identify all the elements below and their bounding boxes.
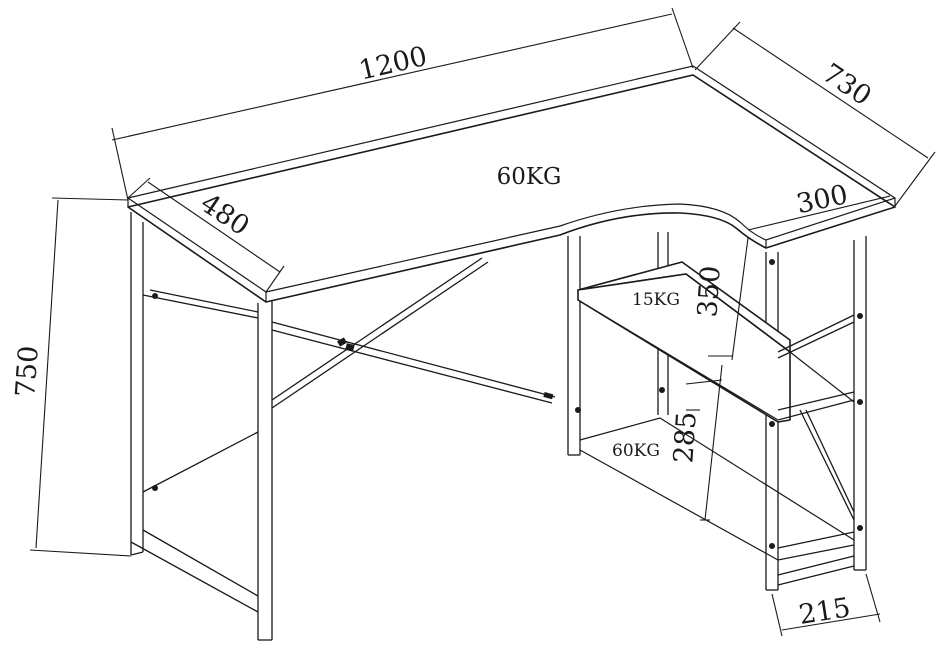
load-labels: 60KG 15KG 60KG	[497, 164, 680, 461]
left-bottom-rail	[130, 529, 259, 613]
label-desktop-load: 60KG	[497, 164, 562, 190]
bolt	[152, 293, 158, 299]
dim-shelf-spacing-lower	[685, 364, 723, 521]
bolt	[857, 525, 863, 531]
desk-top	[127, 65, 896, 303]
front-left-leg	[257, 298, 273, 641]
dim-total-depth	[694, 21, 936, 207]
bolt	[857, 399, 863, 405]
label-shelf-depth: 215	[797, 592, 853, 631]
shelf-front-right-leg	[853, 236, 867, 571]
bolt	[152, 485, 158, 491]
label-height: 750	[10, 345, 45, 399]
left-side-brace	[142, 289, 259, 493]
brace-connector	[543, 392, 554, 400]
label-shelf-spacing-upper: 350	[692, 265, 727, 319]
bolt	[659, 387, 665, 393]
dim-shelf-spacing-upper	[708, 237, 749, 361]
bolt	[769, 259, 775, 265]
bolt	[575, 407, 581, 413]
dimension-lines	[29, 7, 936, 637]
lower-shelf	[579, 417, 855, 561]
brace-connector	[345, 343, 355, 351]
shelf-bottom-rail	[777, 555, 855, 586]
back-left-leg	[130, 212, 144, 555]
shelf-side-braces	[777, 314, 855, 521]
label-upper-shelf-load: 15KG	[632, 290, 680, 310]
back-cross-brace	[271, 257, 556, 409]
label-total-width: 1200	[356, 41, 430, 87]
left-frame	[130, 212, 273, 641]
dim-shelf-depth	[771, 573, 881, 637]
dim-height	[29, 197, 132, 557]
bolt	[769, 421, 775, 427]
label-lower-shelf-load: 60KG	[612, 441, 660, 461]
label-shelf-spacing-lower: 285	[668, 411, 703, 465]
dim-total-width	[111, 7, 694, 201]
shelf-unit	[152, 232, 867, 591]
shelf-back-left-leg	[567, 236, 581, 456]
dim-return-width	[747, 195, 891, 231]
dim-desk-depth	[127, 177, 285, 293]
bolt	[769, 543, 775, 549]
brace-connector	[337, 337, 347, 347]
bolt	[857, 313, 863, 319]
